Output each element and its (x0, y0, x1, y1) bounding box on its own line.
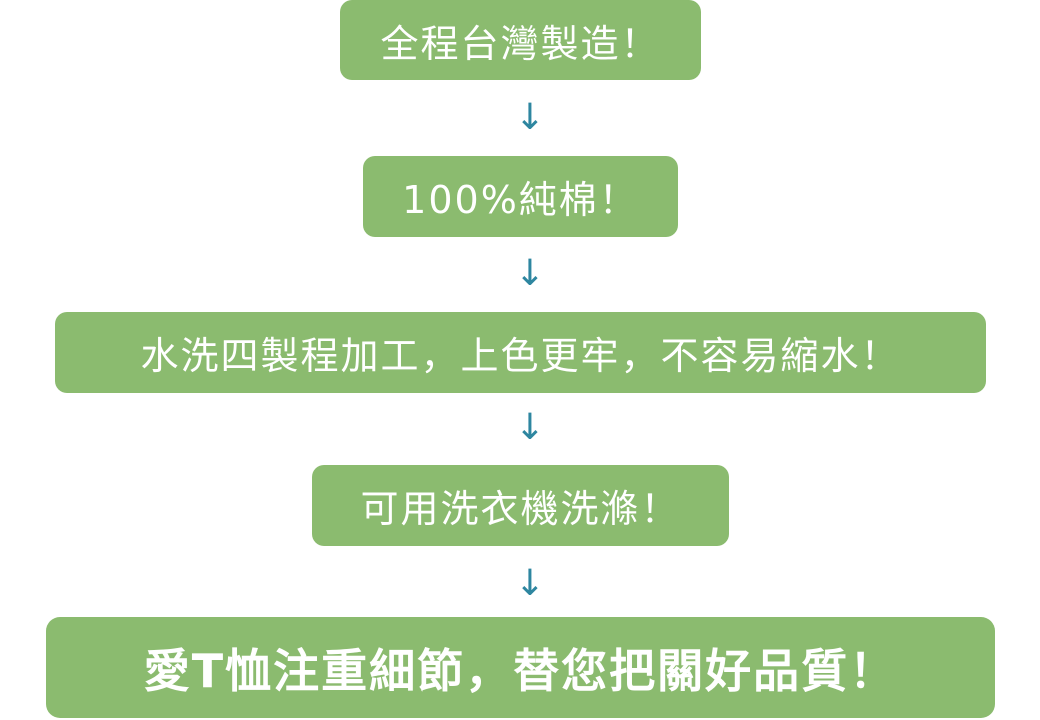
down-arrow-icon: ↓ (514, 97, 546, 138)
step-2-box: 100%純棉！ (363, 156, 678, 237)
down-arrow-icon: ↓ (514, 563, 546, 604)
step-1-label: 全程台灣製造！ (380, 21, 661, 66)
step-3-box: 水洗四製程加工，上色更牢，不容易縮水！ (55, 312, 986, 393)
step-1-box: 全程台灣製造！ (340, 0, 701, 80)
step-2-label: 100%純棉！ (402, 178, 639, 222)
down-arrow-icon: ↓ (514, 407, 546, 448)
down-arrow-icon: ↓ (514, 253, 546, 294)
step-3-label: 水洗四製程加工，上色更牢，不容易縮水！ (140, 334, 901, 378)
step-5-box: 愛T恤注重細節，替您把關好品質！ (46, 617, 995, 718)
step-4-label: 可用洗衣機洗滌！ (360, 487, 681, 531)
step-5-label: 愛T恤注重細節，替您把關好品質！ (143, 643, 898, 698)
step-4-box: 可用洗衣機洗滌！ (312, 465, 729, 546)
